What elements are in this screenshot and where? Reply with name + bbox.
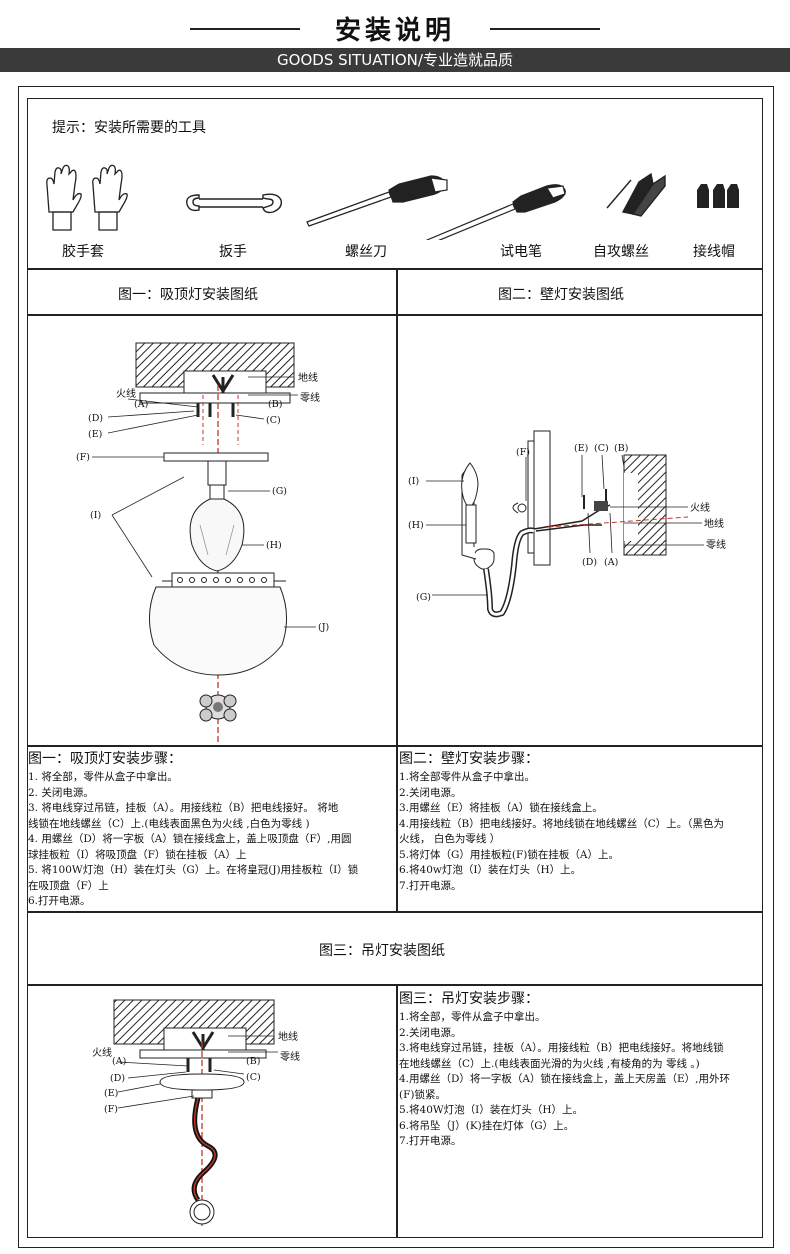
step-line: 4.用接线粒（B）把电线接好。将地线锁在地线螺丝（C）上。（黑色为 bbox=[399, 817, 725, 830]
label-b: (B) bbox=[246, 1056, 260, 1067]
fig3-title: 图三：吊灯安装图纸 bbox=[319, 943, 445, 959]
fig1-title: 图一：吸顶灯安装图纸 bbox=[118, 287, 258, 303]
fig2-diagram: (F) (E) (C) (B) (I) (H) (G) (D) (A) 火线 地… bbox=[408, 430, 726, 618]
label-h: (H) bbox=[266, 540, 282, 551]
screw-icon bbox=[606, 172, 666, 217]
divider bbox=[396, 984, 398, 1238]
divider bbox=[396, 268, 398, 911]
step-line: 3.用螺丝（E）将挂板（A）锁在接线盒上。 bbox=[399, 802, 603, 814]
page-title: 安装说明 bbox=[334, 16, 455, 46]
step-line: 1.将全部零件从盒子中拿出。 bbox=[399, 771, 536, 783]
title-decoration-left bbox=[190, 28, 300, 30]
divider bbox=[27, 314, 763, 316]
divider bbox=[27, 911, 763, 913]
tool-label: 螺丝刀 bbox=[345, 244, 387, 260]
step-line: 在吸顶盘（F）上 bbox=[28, 879, 109, 892]
fig1-steps-title: 图一：吸顶灯安装步骤： bbox=[28, 751, 182, 767]
fig2-steps: 图二：壁灯安装步骤： 1.将全部零件从盒子中拿出。 2.关闭电源。 3.用螺丝（… bbox=[399, 750, 761, 894]
label-f: (F) bbox=[516, 447, 530, 458]
fig2-title: 图二：壁灯安装图纸 bbox=[498, 287, 624, 303]
label-e: (E) bbox=[104, 1088, 118, 1099]
step-line: 5.将40W灯泡（I）装在灯头（H）上。 bbox=[399, 1104, 583, 1116]
tool-label: 试电笔 bbox=[500, 244, 542, 260]
step-line: 7.打开电源。 bbox=[399, 1135, 462, 1147]
step-line: 球挂板粒（I）将吸顶盘（F）锁在挂板（A）上 bbox=[28, 848, 247, 861]
label-b: (B) bbox=[268, 399, 282, 410]
label-f: (F) bbox=[104, 1104, 118, 1115]
ground-wire-label: 地线 bbox=[704, 517, 724, 530]
step-line: 6.打开电源。 bbox=[28, 895, 91, 907]
step-line: 5.将灯体（G）用挂板粒(F)锁在挂板（A）上。 bbox=[399, 848, 619, 861]
step-line: 4.用螺丝（D）将一字板（A）锁在接线盒上，盖上天房盖（E）,用外环 bbox=[399, 1073, 731, 1085]
step-line: 1. 将全部，零件从盒子中拿出。 bbox=[28, 771, 178, 783]
tool-label: 自攻螺丝 bbox=[593, 244, 649, 260]
tool-label: 接线帽 bbox=[693, 244, 735, 260]
fig1-diagram: 火线 (A) (D) (E) (F) 地线 零线 (B) (C) (G) (H)… bbox=[76, 342, 329, 744]
label-i: (I) bbox=[90, 510, 101, 521]
screwdriver-icon bbox=[306, 175, 448, 227]
label-e: (E) bbox=[574, 443, 588, 454]
step-line: 5. 将100W灯泡（H）装在灯头（G）上。在将皇冠(J)用挂板粒（I）锁 bbox=[28, 864, 359, 876]
ground-wire-label: 地线 bbox=[278, 1030, 298, 1043]
header-banner: GOODS SITUATION/专业造就品质 bbox=[0, 48, 790, 72]
label-f: (F) bbox=[76, 452, 90, 463]
step-line: 2.关闭电源。 bbox=[399, 1026, 462, 1039]
ground-wire-label: 地线 bbox=[298, 371, 318, 384]
fire-wire-label: 火线 bbox=[116, 387, 136, 400]
zero-wire-label: 零线 bbox=[706, 538, 726, 551]
step-line: 火线， 白色为零线 ） bbox=[399, 833, 501, 845]
outer-frame bbox=[18, 86, 774, 1248]
fire-wire-label: 火线 bbox=[92, 1046, 112, 1059]
divider bbox=[27, 268, 763, 270]
step-line: 2.关闭电源。 bbox=[399, 786, 462, 799]
fig3-diagram: 火线 (A) (D) (E) (F) 地线 零线 (B) (C) bbox=[92, 999, 300, 1226]
label-c: (C) bbox=[246, 1072, 261, 1083]
label-j: (J) bbox=[318, 622, 329, 633]
fire-wire-label: 火线 bbox=[690, 501, 710, 514]
step-line: 6.将吊坠（J）(K)挂在灯体（G）上。 bbox=[399, 1119, 575, 1132]
label-d: (D) bbox=[88, 413, 103, 424]
zero-wire-label: 零线 bbox=[300, 391, 320, 404]
label-d: (D) bbox=[582, 557, 597, 568]
test-pen-icon bbox=[426, 184, 566, 240]
label-a: (A) bbox=[112, 1056, 126, 1067]
step-line: 1.将全部，零件从盒子中拿出。 bbox=[399, 1011, 546, 1023]
step-line: 3.将电线穿过吊链，挂板（A）。用接线粒（B）把电线接好。将地线锁 bbox=[399, 1042, 724, 1054]
step-line: 6.将40w灯泡（I）装在灯头（H）上。 bbox=[399, 864, 582, 876]
tools-illustrations bbox=[46, 164, 739, 240]
label-g: (G) bbox=[416, 592, 431, 603]
wrench-icon bbox=[186, 193, 283, 214]
fig3-steps-title: 图三：吊灯安装步骤： bbox=[399, 991, 539, 1007]
label-c: (C) bbox=[594, 443, 609, 454]
title-decoration-right bbox=[490, 28, 600, 30]
step-line: 2. 关闭电源。 bbox=[28, 786, 94, 799]
label-b: (B) bbox=[614, 443, 628, 454]
fig3-steps: 图三：吊灯安装步骤： 1.将全部，零件从盒子中拿出。 2.关闭电源。 3.将电线… bbox=[399, 990, 761, 1150]
tools-hint: 提示：安装所需要的工具 bbox=[52, 120, 206, 136]
step-line: 3. 将电线穿过吊链，挂板（A）。用接线粒（B）把电线接好。 将地 bbox=[28, 802, 339, 814]
step-line: 4. 用螺丝（D）将一字板（A）锁在接线盒上，盖上吸顶盘（F）,用圆 bbox=[28, 833, 352, 845]
gloves-icon bbox=[46, 164, 128, 231]
label-d: (D) bbox=[110, 1073, 125, 1084]
divider bbox=[27, 984, 763, 986]
fig2-steps-title: 图二：壁灯安装步骤： bbox=[399, 751, 539, 767]
step-line: 在地线螺丝（C）上.(电线表面光滑的为火线 ,有棱角的为 零线 。) bbox=[399, 1057, 700, 1070]
label-h: (H) bbox=[408, 520, 424, 531]
step-line: (F)锁紧。 bbox=[399, 1088, 446, 1101]
label-a: (A) bbox=[604, 557, 618, 568]
label-c: (C) bbox=[266, 415, 281, 426]
label-i: (I) bbox=[408, 476, 419, 487]
divider bbox=[27, 745, 763, 747]
zero-wire-label: 零线 bbox=[280, 1050, 300, 1063]
step-line: 7.打开电源。 bbox=[399, 879, 462, 892]
fig1-steps: 图一：吸顶灯安装步骤： 1. 将全部，零件从盒子中拿出。 2. 关闭电源。 3.… bbox=[28, 750, 394, 910]
label-a: (A) bbox=[134, 399, 148, 410]
tool-label: 扳手 bbox=[219, 244, 247, 260]
wire-cap-icon bbox=[697, 184, 739, 208]
step-line: 线锁在地线螺丝（C）上.(电线表面黑色为火线 ,白色为零线 ) bbox=[28, 817, 310, 830]
inner-frame bbox=[27, 98, 763, 1238]
label-e: (E) bbox=[88, 429, 102, 440]
label-g: (G) bbox=[272, 486, 287, 497]
tool-label: 胶手套 bbox=[62, 244, 104, 260]
